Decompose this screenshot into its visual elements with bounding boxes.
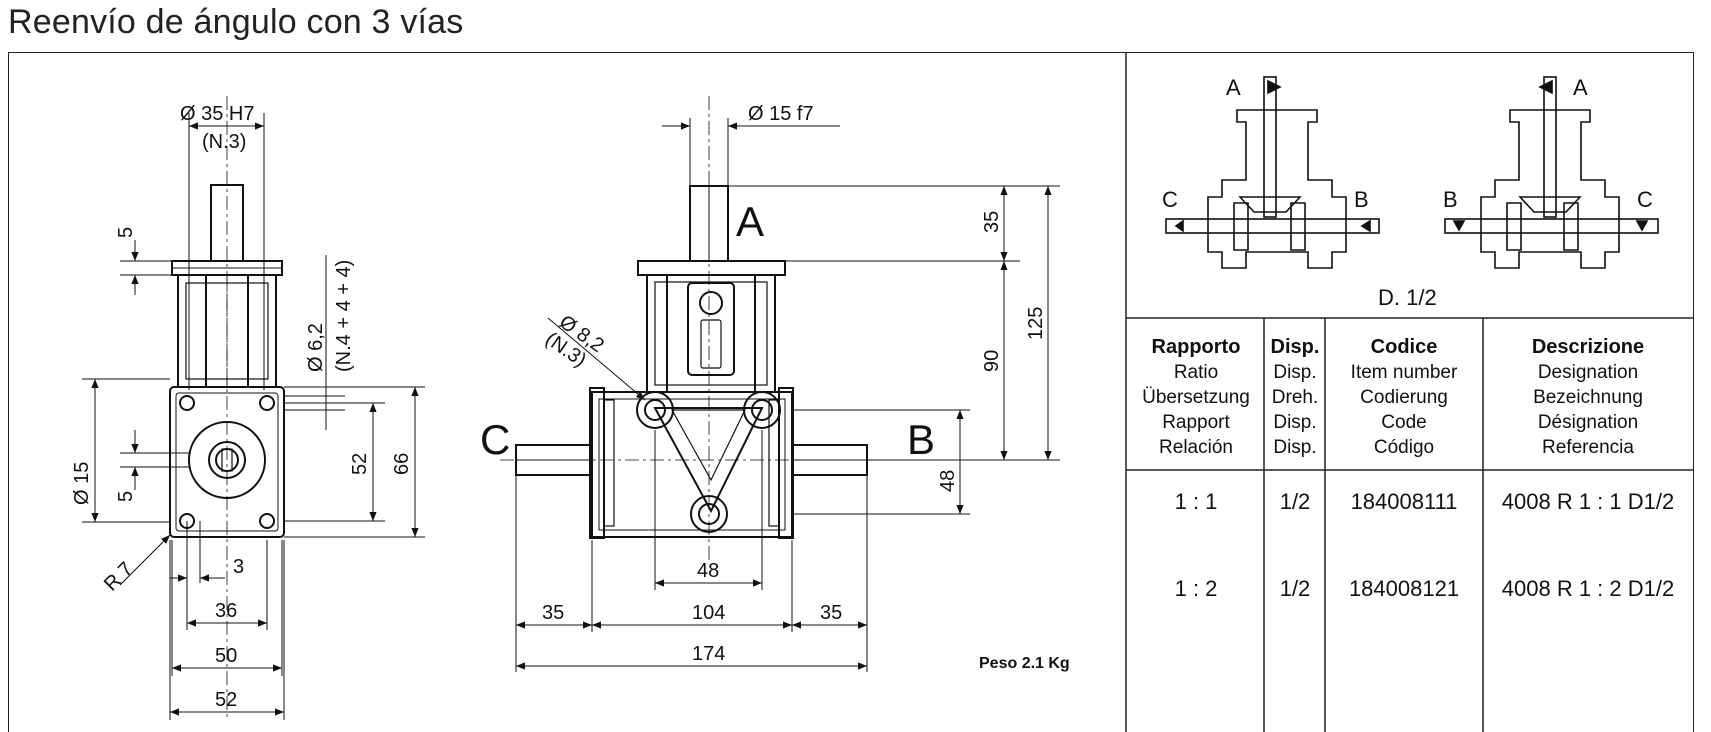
schematic2-label-a: A xyxy=(1573,75,1588,100)
th-disp-sub3: Disp. xyxy=(1273,412,1316,433)
th-ratio-sub2: Übersetzung xyxy=(1142,387,1250,408)
weight-label: Peso 2.1 Kg xyxy=(979,655,1070,672)
schematic1-label-a: A xyxy=(1226,75,1241,100)
th-code-sub3: Code xyxy=(1381,412,1426,433)
th-code-sub4: Código xyxy=(1374,437,1434,458)
dim-125: 125 xyxy=(1025,307,1047,340)
schematic2-label-c: C xyxy=(1637,187,1653,212)
th-desc-sub4: Referencia xyxy=(1542,437,1634,458)
page-title: Reenvío de ángulo con 3 vías xyxy=(8,3,464,41)
schematic-caption: D. 1/2 xyxy=(1378,285,1437,310)
schematic1-label-c: C xyxy=(1162,187,1178,212)
dim-shaft-dia: Ø 15 f7 xyxy=(748,103,814,125)
dim-holes-dia: Ø 6,2 xyxy=(305,323,327,372)
dim-bore-note: (N.3) xyxy=(202,131,246,153)
table-row: 1 : 2 1/2 184008121 4008 R 1 : 2 D1/2 xyxy=(1175,576,1675,601)
th-code: Codice xyxy=(1371,336,1438,358)
th-disp-sub2: Dreh. xyxy=(1272,387,1318,408)
dim-radius: R 7 xyxy=(100,558,138,596)
front-view-dims xyxy=(515,118,1060,672)
frame-dividers xyxy=(1125,52,1694,732)
dim-66: 66 xyxy=(391,453,413,475)
th-disp-sub1: Disp. xyxy=(1273,362,1316,383)
th-desc: Descrizione xyxy=(1532,336,1644,358)
th-ratio: Rapporto xyxy=(1152,336,1241,358)
th-code-sub1: Item number xyxy=(1351,362,1458,383)
dim-bore-dia: Ø 35 H7 xyxy=(180,103,254,125)
schematic2-label-b: B xyxy=(1443,187,1458,212)
cell-code: 184008121 xyxy=(1349,576,1459,601)
th-code-sub2: Codierung xyxy=(1360,387,1448,408)
dim-90: 90 xyxy=(981,350,1003,372)
dim-5-top: 5 xyxy=(115,227,137,238)
th-ratio-sub1: Ratio xyxy=(1174,362,1218,383)
th-ratio-sub3: Rapport xyxy=(1162,412,1230,433)
schematic1-label-b: B xyxy=(1354,187,1369,212)
cell-desc: 4008 R 1 : 1 D1/2 xyxy=(1502,489,1674,514)
dim-3: 3 xyxy=(233,556,244,578)
front-view xyxy=(500,96,885,560)
dim-104: 104 xyxy=(692,602,725,624)
th-desc-sub2: Bezeichnung xyxy=(1533,387,1643,408)
schematic-1 xyxy=(1165,76,1380,269)
table-row: 1 : 1 1/2 184008111 4008 R 1 : 1 D1/2 xyxy=(1175,489,1675,514)
cell-desc: 4008 R 1 : 2 D1/2 xyxy=(1502,576,1674,601)
dim-52-horizontal: 52 xyxy=(215,689,237,711)
table-header: Rapporto Ratio Übersetzung Rapport Relac… xyxy=(1142,336,1644,458)
th-desc-sub1: Designation xyxy=(1538,362,1638,383)
dim-holes-note: (N.4 + 4 + 4) xyxy=(333,260,355,372)
dim-dia15: Ø 15 xyxy=(71,462,93,505)
dim-35-vertical: 35 xyxy=(981,211,1003,233)
dim-50: 50 xyxy=(215,645,237,667)
dim-52-vertical: 52 xyxy=(349,453,371,475)
th-ratio-sub4: Relación xyxy=(1159,437,1233,458)
cell-code: 184008111 xyxy=(1351,489,1458,514)
drawing-frame xyxy=(8,52,1694,732)
dim-5-bottom: 5 xyxy=(115,491,137,502)
dim-174: 174 xyxy=(692,643,725,665)
label-c: C xyxy=(480,416,510,463)
cell-ratio: 1 : 2 xyxy=(1175,576,1218,601)
th-disp: Disp. xyxy=(1271,336,1320,358)
cell-disp: 1/2 xyxy=(1280,576,1311,601)
dim-48-vertical: 48 xyxy=(937,470,959,492)
th-desc-sub3: Désignation xyxy=(1538,412,1638,433)
schematic-2 xyxy=(1444,76,1659,269)
cell-disp: 1/2 xyxy=(1280,489,1311,514)
dim-36: 36 xyxy=(215,600,237,622)
label-b: B xyxy=(907,416,935,463)
dim-35-right: 35 xyxy=(820,602,842,624)
label-a: A xyxy=(736,198,764,245)
left-view-dims xyxy=(82,113,425,720)
dim-48-horizontal: 48 xyxy=(697,560,719,582)
cell-ratio: 1 : 1 xyxy=(1175,489,1218,514)
th-disp-sub4: Disp. xyxy=(1273,437,1316,458)
dim-35-left: 35 xyxy=(542,602,564,624)
